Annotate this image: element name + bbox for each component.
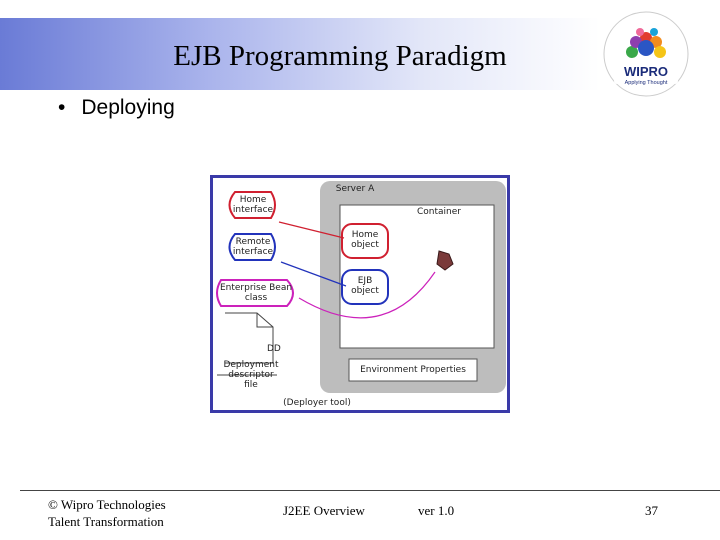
ejb-object-shape bbox=[341, 269, 389, 305]
file-fold bbox=[256, 313, 273, 328]
home-object-shape bbox=[341, 223, 389, 259]
logo-tagline: Applying Thought bbox=[625, 80, 668, 86]
bullet-text: Deploying bbox=[81, 96, 175, 119]
bean-class-shape bbox=[216, 279, 294, 307]
sunflower-icon bbox=[626, 28, 666, 58]
remote-interface-shape bbox=[228, 233, 276, 261]
page-number: 37 bbox=[645, 503, 658, 518]
dd-label: DD bbox=[267, 344, 281, 354]
logo-name: WIPRO bbox=[624, 64, 668, 79]
deployer-tool-label: (Deployer tool) bbox=[283, 398, 351, 408]
slide-title: EJB Programming Paradigm bbox=[173, 40, 507, 72]
container-label: Container bbox=[417, 207, 461, 217]
footer-divider bbox=[20, 490, 720, 491]
home-interface-shape bbox=[228, 191, 276, 219]
remote-link-line bbox=[280, 261, 347, 287]
footer-copyright: © Wipro Technologies bbox=[48, 497, 166, 512]
title-band bbox=[0, 18, 600, 90]
footer-course: J2EE Overview bbox=[283, 503, 365, 518]
wipro-logo: WIPRO Applying Thought bbox=[603, 11, 689, 97]
footer-subtitle: Talent Transformation bbox=[48, 514, 164, 529]
bean-link-curve bbox=[298, 271, 436, 319]
home-link-line bbox=[278, 221, 345, 239]
diagram-shapes bbox=[216, 181, 506, 393]
bullet-dot: • bbox=[58, 96, 66, 119]
environment-properties-box bbox=[348, 358, 478, 382]
environment-properties-label: Environment Properties bbox=[360, 365, 466, 375]
server-label: Server A bbox=[335, 184, 375, 194]
bean-icon bbox=[436, 250, 454, 271]
descriptor-file-shape bbox=[225, 312, 274, 364]
bullet-item: • Deploying bbox=[58, 96, 175, 120]
footer-version: ver 1.0 bbox=[418, 503, 455, 518]
